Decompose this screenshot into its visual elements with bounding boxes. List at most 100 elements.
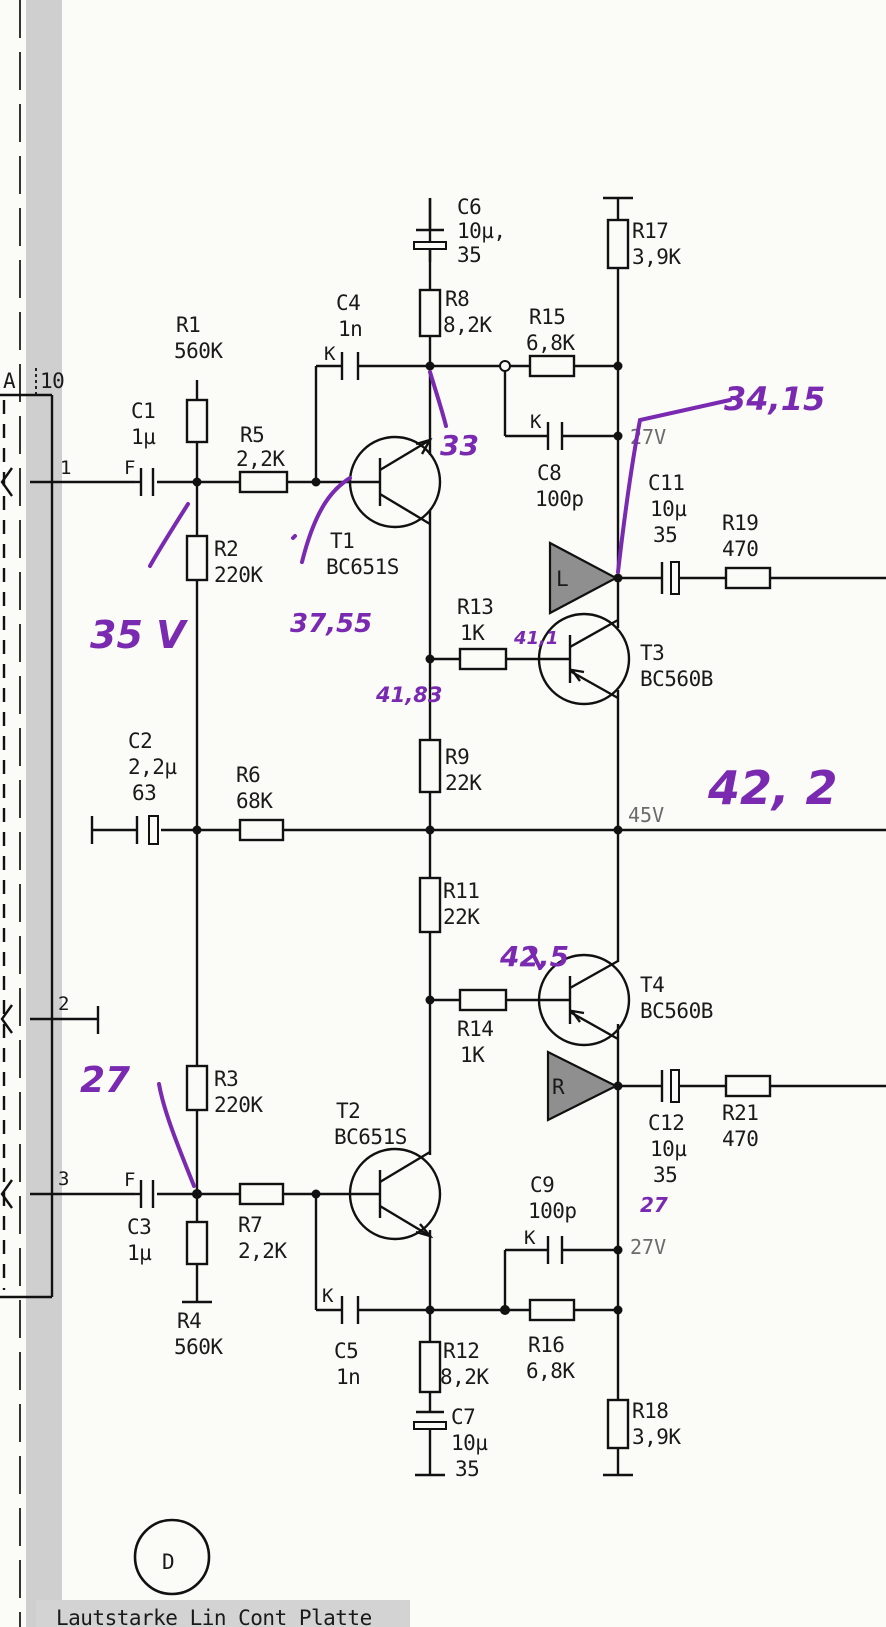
c1-value: 1µ — [131, 425, 156, 449]
voltage-mid-45: 45V — [628, 803, 664, 827]
capacitor-c7 — [413, 1410, 447, 1430]
c4-name: C4 — [336, 291, 360, 315]
c5-name: C5 — [334, 1339, 358, 1363]
c11-volt: 35 — [653, 523, 677, 547]
c5-value: 1n — [336, 1365, 360, 1389]
c7-name: C7 — [451, 1405, 475, 1429]
r7-value: 2,2K — [238, 1239, 287, 1263]
resistor-r6 — [238, 818, 285, 842]
r15-value: 6,8K — [526, 331, 575, 355]
annotation-27-left: 27 — [80, 1060, 130, 1101]
annotation-3755: 37,55 — [290, 609, 372, 639]
c4-value: 1n — [338, 317, 362, 341]
r1-name: R1 — [176, 313, 200, 337]
r9-value: 22K — [445, 771, 482, 795]
footer-strip — [36, 1600, 410, 1627]
r12-value: 8,2K — [440, 1365, 489, 1389]
r4-value: 560K — [174, 1335, 223, 1359]
c8-pol: K — [530, 411, 542, 433]
resistor-r7 — [238, 1182, 285, 1206]
resistor-r3 — [185, 1064, 209, 1112]
t3-type: BC560B — [640, 667, 713, 691]
r15-name: R15 — [529, 305, 565, 329]
r17-value: 3,9K — [632, 245, 681, 269]
annotation-4183: 41,83 — [375, 683, 442, 707]
pin-2-label: 2 — [58, 993, 69, 1015]
r1-value: 560K — [174, 339, 223, 363]
c6-value: 10µ, — [457, 219, 506, 243]
resistor-r2 — [185, 534, 209, 582]
c9-pol: K — [524, 1227, 536, 1249]
transistor-t2 — [348, 1147, 442, 1241]
r7-name: R7 — [238, 1213, 262, 1237]
board-marker-label: D — [162, 1550, 174, 1574]
margin-strip — [0, 0, 62, 1627]
pen-strokes — [148, 370, 732, 1188]
t3-name: T3 — [640, 641, 664, 665]
resistor-r17 — [606, 218, 630, 270]
c3-name: C3 — [127, 1215, 151, 1239]
transistor-t4 — [537, 953, 631, 1047]
capacitor-c9 — [546, 1236, 564, 1264]
r18-name: R18 — [632, 1399, 668, 1423]
output-left-label: L — [556, 567, 568, 591]
c6-volt: 35 — [457, 243, 481, 267]
resistor-r14 — [458, 988, 508, 1012]
resistor-r13 — [458, 647, 508, 671]
c8-value: 100p — [535, 487, 584, 511]
pin-1 — [0, 467, 135, 497]
c2-name: C2 — [128, 729, 152, 753]
r2-value: 220K — [214, 563, 263, 587]
r13-value: 1K — [460, 621, 485, 645]
r6-name: R6 — [236, 763, 260, 787]
c3-value: 1µ — [127, 1241, 152, 1265]
r11-name: R11 — [443, 879, 479, 903]
r12-name: R12 — [443, 1339, 479, 1363]
c2-volt: 63 — [132, 781, 156, 805]
r9-name: R9 — [445, 745, 469, 769]
annotation-425: 42,5 — [499, 940, 569, 973]
connector-name: A — [3, 369, 16, 393]
r19-name: R19 — [722, 511, 758, 535]
capacitor-c4 — [340, 352, 360, 380]
r8-value: 8,2K — [443, 313, 492, 337]
c4-pol: K — [324, 343, 336, 365]
pin-3 — [0, 1179, 135, 1209]
transistor-t1 — [348, 435, 442, 529]
resistor-r1 — [185, 398, 209, 444]
resistor-r15 — [528, 354, 576, 378]
capacitor-c8 — [546, 422, 564, 450]
r16-name: R16 — [528, 1333, 564, 1357]
capacitor-c3 — [135, 1180, 155, 1208]
t4-type: BC560B — [640, 999, 713, 1023]
pin-1-label: 1 — [60, 457, 71, 479]
annotation-27-right: 27 — [640, 1193, 668, 1217]
output-right-triangle — [546, 1050, 619, 1122]
r11-value: 22K — [443, 905, 480, 929]
resistor-r8 — [418, 288, 442, 338]
capacitor-c1 — [135, 468, 155, 496]
r2-name: R2 — [214, 537, 238, 561]
output-right-label: R — [552, 1075, 565, 1099]
c1-pol: F — [124, 457, 135, 479]
c6-name: C6 — [457, 195, 481, 219]
r3-name: R3 — [214, 1067, 238, 1091]
resistor-r11 — [418, 876, 442, 934]
capacitor-c2 — [135, 815, 159, 845]
resistor-r9 — [418, 738, 442, 794]
c3-pol: F — [124, 1169, 135, 1191]
junction-dots — [192, 360, 623, 1315]
board-marker-circle — [133, 1518, 211, 1596]
footer-text: Lautstarke Lin Cont Platte — [56, 1606, 372, 1627]
c8-name: C8 — [537, 461, 561, 485]
resistor-r4 — [185, 1220, 209, 1266]
capacitor-c11 — [660, 561, 680, 595]
r3-value: 220K — [214, 1093, 263, 1117]
r16-value: 6,8K — [526, 1359, 575, 1383]
wiring — [90, 196, 886, 1477]
r6-value: 68K — [236, 789, 273, 813]
c12-value: 10µ — [650, 1137, 687, 1161]
c11-name: C11 — [648, 471, 684, 495]
